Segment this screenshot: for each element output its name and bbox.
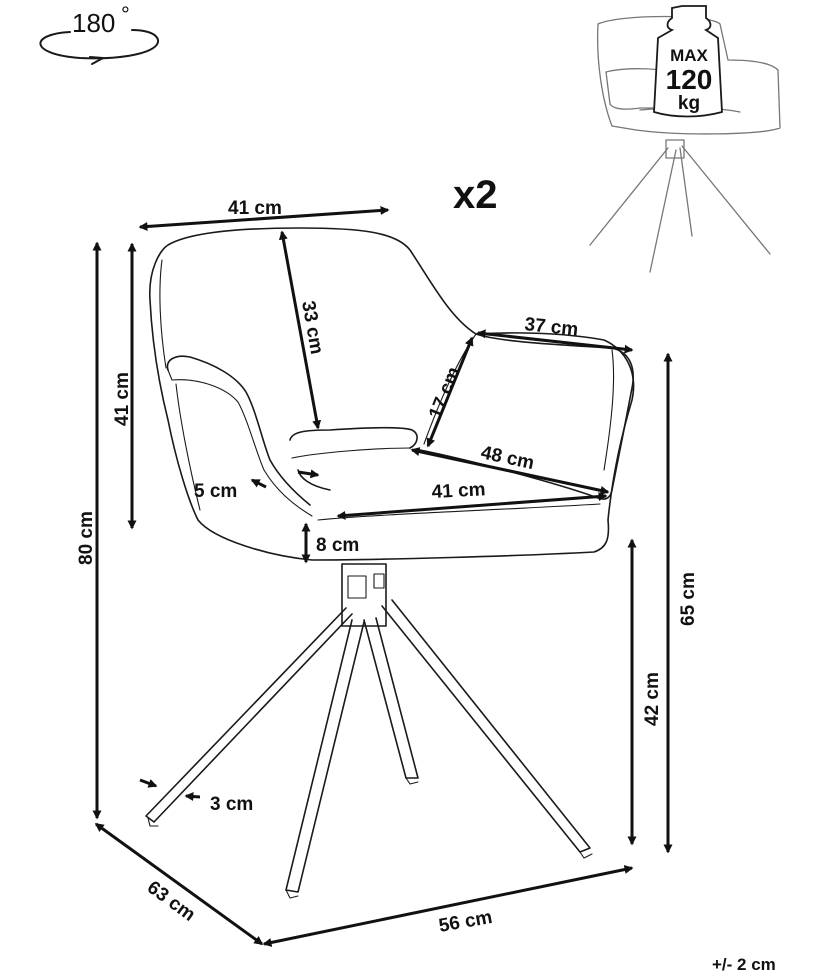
label-seat-floor-height: 42 cm: [642, 672, 663, 726]
label-arm-height: 17 cm: [425, 364, 465, 422]
label-footprint-depth: 63 cm: [143, 877, 199, 926]
rotation-unit: °: [121, 2, 130, 27]
label-arm-depth: 37 cm: [523, 314, 579, 341]
chair-shell: [149, 227, 635, 561]
swivel-base: [341, 563, 387, 627]
tolerance-note: +/- 2 cm: [712, 955, 776, 974]
label-backrest-height: 33 cm: [297, 299, 327, 356]
label-seat-back-width: 41 cm: [228, 198, 282, 219]
max-load-thumbnail: MAX 120 kg: [589, 5, 781, 273]
chair-legs: [145, 599, 593, 899]
label-back-height: 41 cm: [112, 372, 133, 426]
max-load-line2: 120: [666, 64, 713, 95]
label-arm-floor-height: 65 cm: [678, 572, 699, 626]
quantity-label: x2: [453, 173, 498, 217]
label-seat-thickness: 8 cm: [316, 535, 359, 556]
label-seat-width: 41 cm: [431, 479, 486, 503]
label-arm-thickness: 5 cm: [194, 481, 237, 502]
label-footprint-width: 56 cm: [437, 907, 494, 937]
rotation-value: 180: [72, 8, 115, 38]
label-leg-width: 3 cm: [210, 794, 253, 815]
rotation-icon: 180 °: [39, 2, 159, 65]
label-total-height: 80 cm: [76, 511, 97, 565]
max-load-line3: kg: [678, 93, 700, 114]
max-load-line1: MAX: [670, 46, 708, 65]
dimension-lines: [92, 206, 673, 947]
